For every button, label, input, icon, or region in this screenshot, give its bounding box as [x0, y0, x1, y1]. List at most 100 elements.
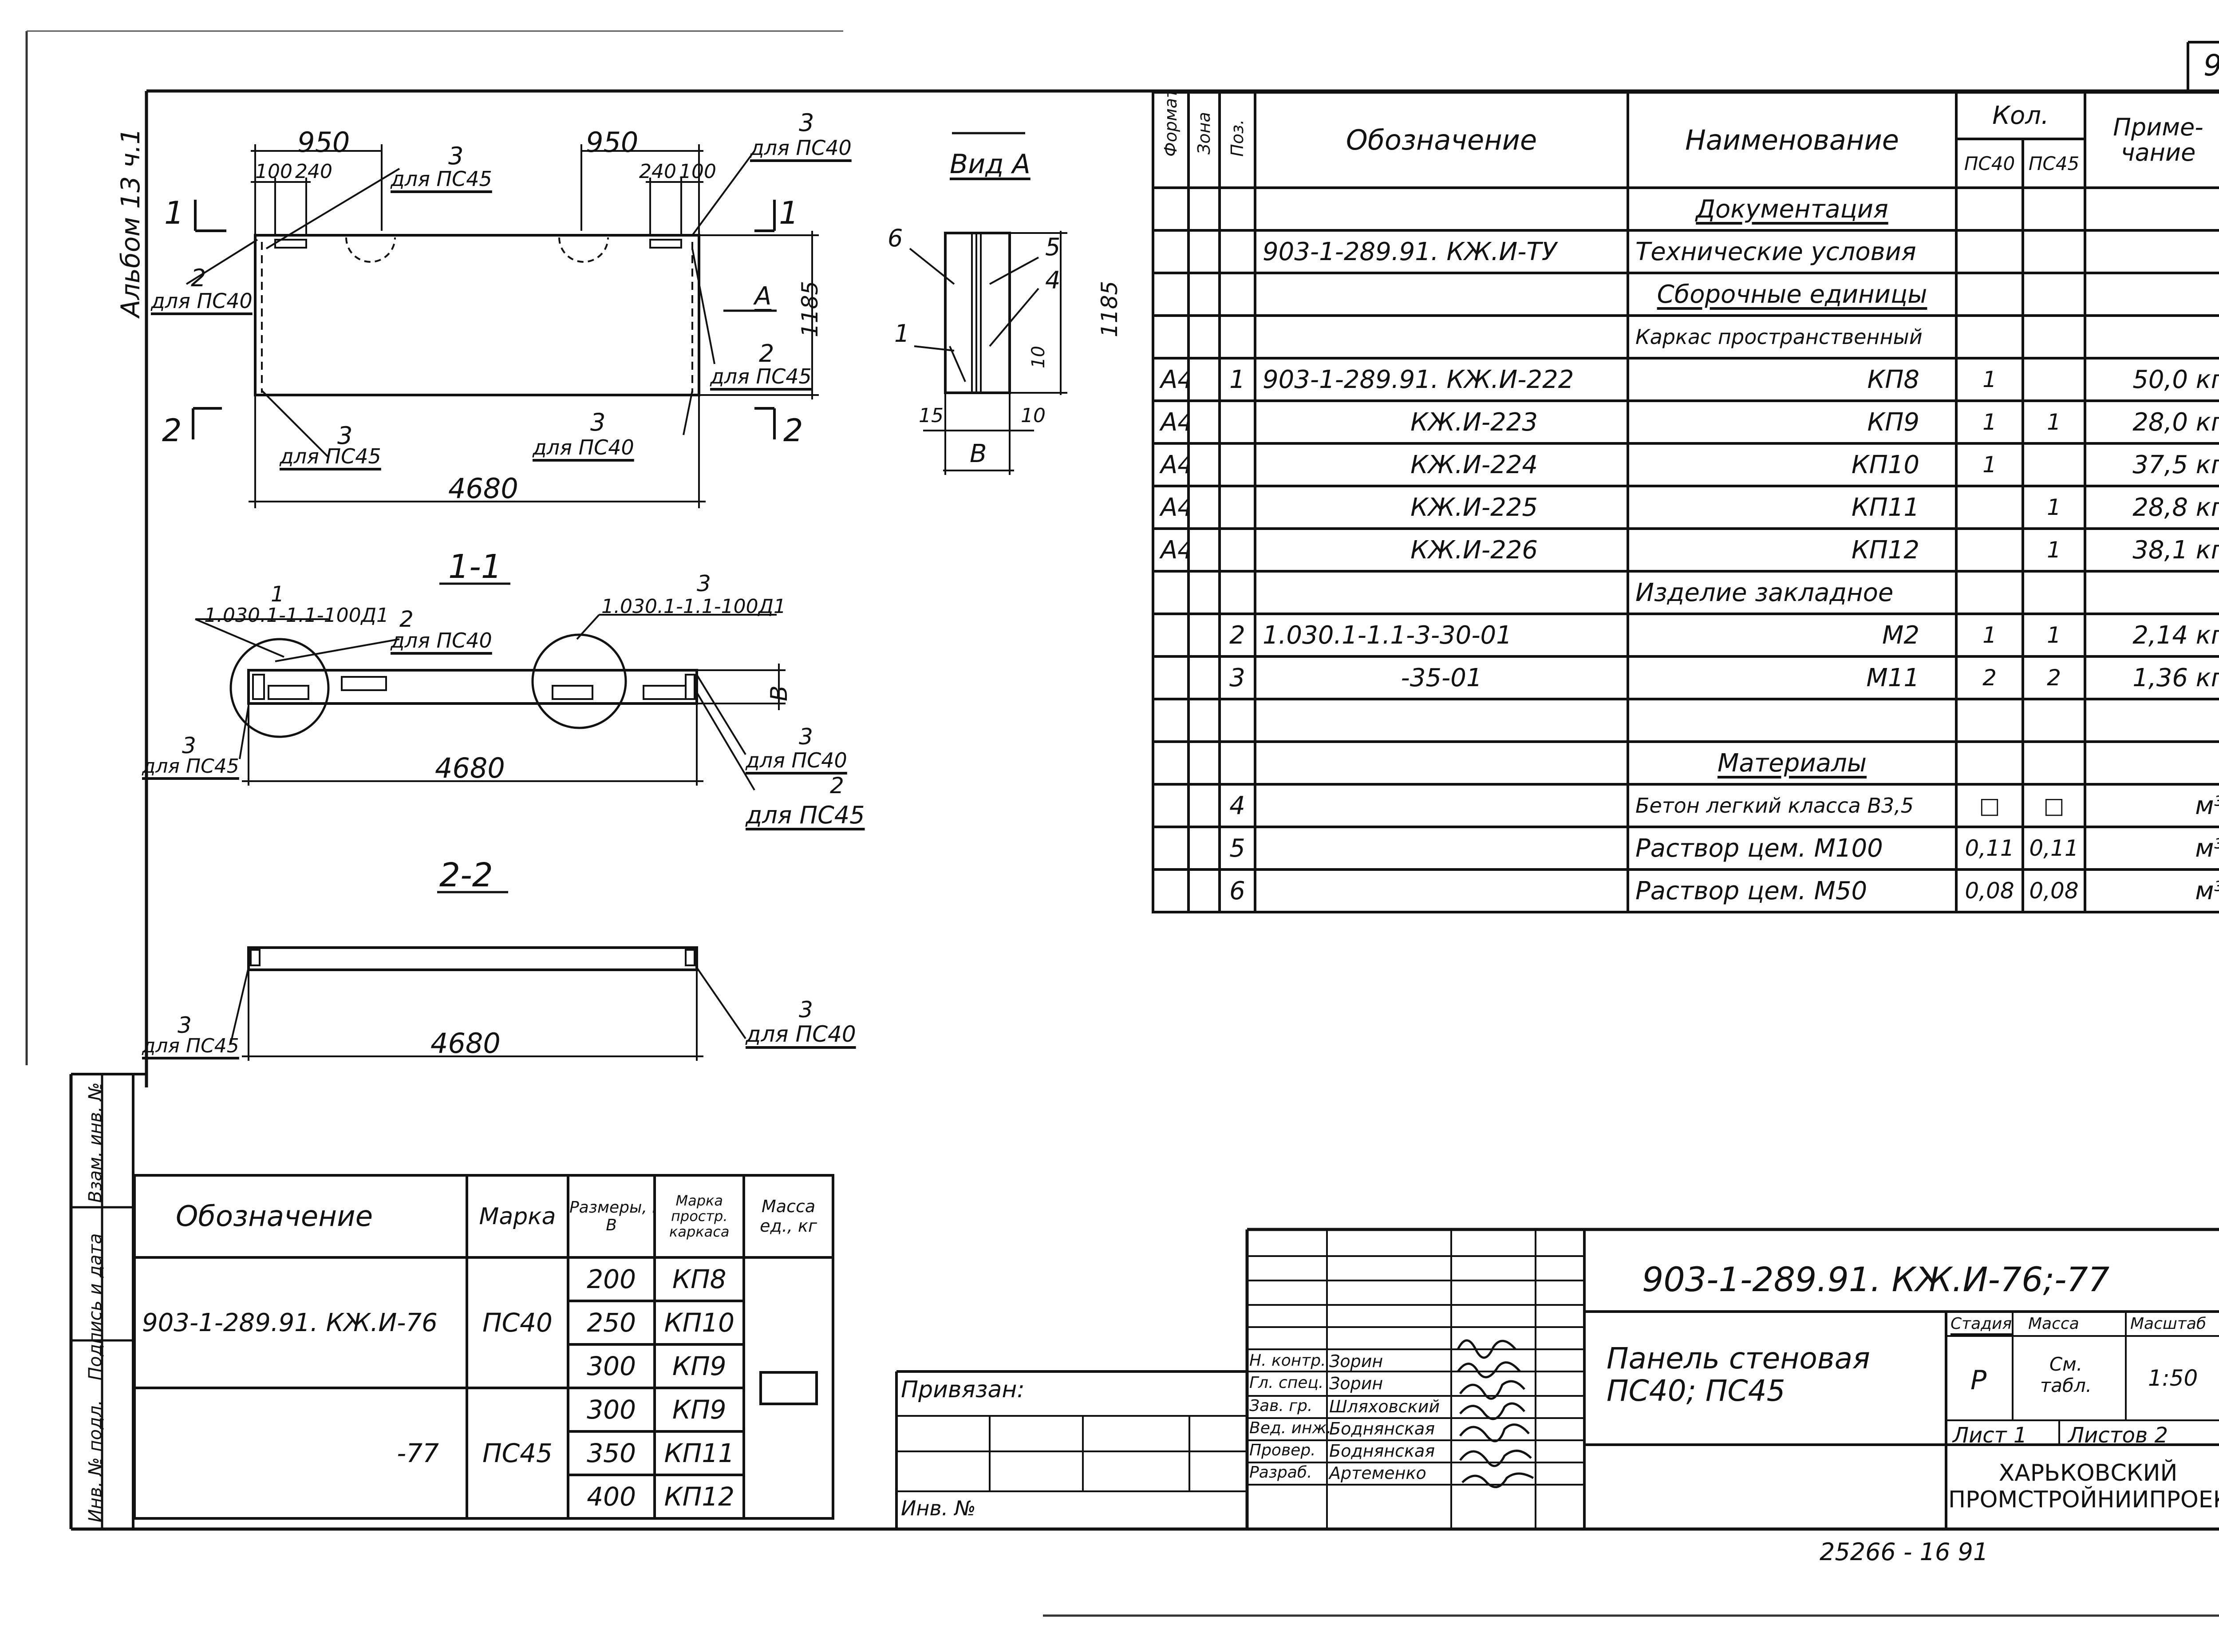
staff-name: Боднянская: [1329, 1441, 1435, 1461]
spec-cell-zone: [1187, 442, 1221, 487]
spec-cell-zone: [1187, 186, 1221, 232]
spec-cell-qty-ps45: □: [2022, 783, 2086, 828]
sheet-value: Лист 1: [1953, 1423, 2027, 1448]
spec-cell-designation: [1254, 826, 1629, 871]
frame-mark: КП9: [653, 1387, 746, 1433]
spec-cell-pos: [1218, 570, 1256, 615]
spec-cell-qty-ps40: [1955, 485, 2024, 530]
spec-cell-zone: [1187, 783, 1221, 828]
bound-label: Привязан:: [901, 1376, 1025, 1403]
spec-cell-note: [2084, 229, 2219, 274]
spec-cell-zone: [1187, 485, 1221, 530]
spec-cell-qty-ps40: [1955, 527, 2024, 573]
spec-cell-format: А4: [1152, 399, 1190, 445]
frame-mark: КП12: [653, 1474, 746, 1520]
spec-cell-qty-ps45: 1: [2022, 485, 2086, 530]
marks-header-designation: Обозначение: [133, 1174, 468, 1259]
label-dlya-ps45: для ПС45: [746, 801, 865, 829]
spec-cell-note: 28,0 кг: [2084, 399, 2219, 445]
label-dlya-ps45: для ПС45: [280, 444, 381, 468]
spec-cell-qty-ps40: [1955, 314, 2024, 360]
mark-ps40: ПС40: [466, 1256, 569, 1389]
spec-cell-qty-ps45: [2022, 698, 2086, 743]
view-a-dim-15: 15: [919, 404, 944, 427]
section-2-2-drawing: [230, 891, 746, 1061]
dim-4680: 4680: [448, 472, 518, 505]
spec-cell-name: КП10: [1627, 442, 1958, 487]
size-b: 250: [566, 1300, 656, 1346]
spec-cell-designation: 1.030.1-1.1-3-30-01: [1254, 613, 1629, 658]
dim-4680: 4680: [430, 1027, 501, 1059]
spec-cell-pos: [1218, 527, 1256, 573]
spec-cell-format: [1152, 826, 1190, 871]
view-a-arrow-label: А: [754, 282, 772, 311]
header-zone: Зона: [1187, 91, 1221, 189]
spec-cell-designation: [1254, 314, 1629, 360]
label-dlya-ps40: для ПС40: [151, 289, 253, 313]
spec-cell-note: [2084, 740, 2219, 786]
scale-header: Масштаб: [2130, 1315, 2207, 1333]
spec-cell-designation: КЖ.И-224: [1254, 442, 1629, 487]
staff-name: Зорин: [1329, 1352, 1383, 1371]
spec-cell-note: 37,5 кг: [2084, 442, 2219, 487]
label-dlya-ps40: для ПС40: [746, 1021, 856, 1047]
spec-cell-zone: [1187, 229, 1221, 274]
view-a-dim-b: В: [970, 439, 987, 468]
size-b: 300: [566, 1343, 656, 1389]
label-2: 2: [759, 340, 774, 368]
spec-cell-designation: [1254, 698, 1629, 743]
view-a-drawing: [909, 132, 1067, 475]
spec-cell-zone: [1187, 655, 1221, 700]
size-b: 350: [566, 1430, 656, 1476]
label-3: 3: [799, 109, 814, 137]
frame-mark: КП8: [653, 1256, 746, 1302]
staff-role: Зав. гр.: [1249, 1397, 1313, 1415]
spec-cell-format: [1152, 314, 1190, 360]
spec-cell-note: м³: [2084, 783, 2219, 828]
spec-cell-zone: [1187, 613, 1221, 658]
spec-cell-note: 1,36 кг: [2084, 655, 2219, 700]
spec-cell-pos: [1218, 229, 1256, 274]
header-name: Наименование: [1627, 91, 1958, 189]
spec-row: [1152, 698, 2219, 743]
sheet-number: 90: [2203, 51, 2219, 80]
label-dlya-ps45: для ПС45: [142, 1035, 239, 1057]
spec-cell-note: 28,8 кг: [2084, 485, 2219, 530]
spec-cell-name: М11: [1627, 655, 1958, 700]
spec-cell-qty-ps45: 2: [2022, 655, 2086, 700]
spec-cell-designation: [1254, 740, 1629, 786]
spec-cell-designation: [1254, 186, 1629, 232]
label-2: 2: [830, 773, 844, 798]
spec-cell-qty-ps40: [1955, 570, 2024, 615]
marks-table: Обозначение Марка Размеры, мм В Марка пр…: [133, 1174, 834, 1520]
spec-cell-designation: [1254, 272, 1629, 317]
spec-cell-format: А4: [1152, 527, 1190, 573]
label-3: 3: [178, 1012, 192, 1038]
spec-cell-pos: [1218, 442, 1256, 487]
spec-cell-zone: [1187, 740, 1221, 786]
spec-cell-note: [2084, 272, 2219, 317]
dim-950-right: 950: [586, 126, 639, 158]
header-note: Приме- чание: [2084, 91, 2219, 189]
frame-mark: КП9: [653, 1343, 746, 1389]
spec-cell-pos: [1218, 272, 1256, 317]
spec-cell-zone: [1187, 527, 1221, 573]
callout-3-num: 3: [697, 571, 711, 597]
spec-cell-qty-ps40: [1955, 740, 2024, 786]
spec-cell-qty-ps45: 1: [2022, 399, 2086, 445]
spec-cell-note: [2084, 186, 2219, 232]
spec-cell-format: [1152, 186, 1190, 232]
size-b: 400: [566, 1474, 656, 1520]
spec-cell-format: А4: [1152, 442, 1190, 487]
label-3: 3: [182, 733, 196, 759]
label-3: 3: [448, 142, 464, 170]
mass-value: См. табл.: [2040, 1353, 2092, 1397]
title-product-name: Панель стеновая ПС40; ПС45: [1607, 1341, 1870, 1408]
spec-cell-designation: 903-1-289.91. КЖ.И-ТУ: [1254, 229, 1629, 274]
spec-cell-format: [1152, 783, 1190, 828]
header-ps40: ПС40: [1955, 138, 2024, 189]
